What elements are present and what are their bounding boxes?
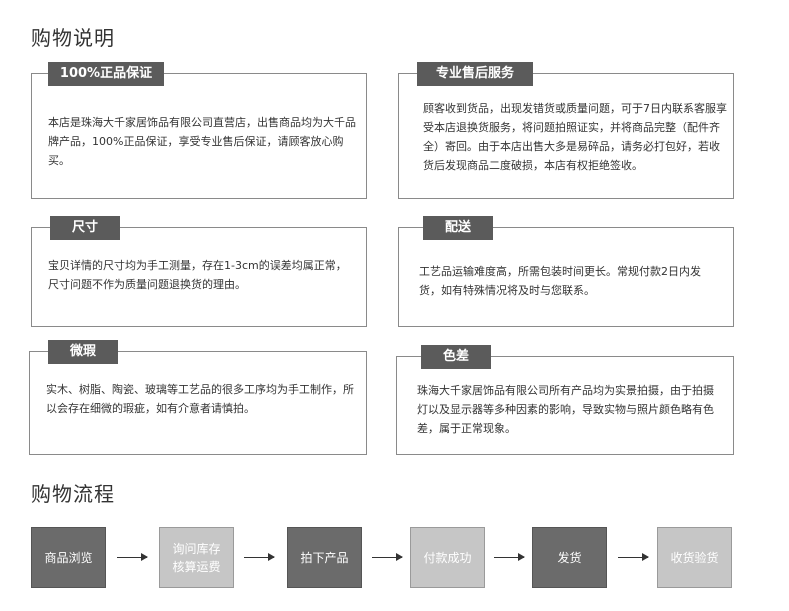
text-flaws: 实木、树脂、陶瓷、玻璃等工艺品的很多工序均为手工制作，所以会存在细微的瑕疵，如有… bbox=[46, 383, 354, 415]
arrow-right-icon bbox=[618, 553, 649, 561]
tag-after-sales-service: 专业售后服务 bbox=[417, 62, 533, 86]
tag-authentic-guarantee: 100%正品保证 bbox=[48, 62, 164, 86]
arrow-right-icon bbox=[117, 553, 148, 561]
text-delivery: 工艺品运输难度高，所需包装时间更长。常规付款2日内发货，如有特殊情况将及时与您联… bbox=[419, 265, 701, 297]
step-browse-products: 商品浏览 bbox=[31, 527, 106, 588]
step-ask-stock-label-2: 核算运费 bbox=[172, 559, 221, 574]
arrow-right-icon bbox=[372, 553, 403, 561]
text-authentic-guarantee: 本店是珠海大千家居饰品有限公司直营店，出售商品均为大千品牌产品，100%正品保证… bbox=[48, 116, 356, 167]
box-flaws: 微瑕 实木、树脂、陶瓷、玻璃等工艺品的很多工序均为手工制作，所以会存在细微的瑕疵… bbox=[29, 340, 367, 455]
arrow-right-icon bbox=[494, 553, 525, 561]
box-color-difference: 色差 珠海大千家居饰品有限公司所有产品均为实景拍摄，由于拍摄灯以及显示器等多种因… bbox=[396, 345, 734, 455]
box-size: 尺寸 宝贝详情的尺寸均为手工测量，存在1-3cm的误差均属正常，尺寸问题不作为质… bbox=[31, 216, 367, 327]
tag-color-difference: 色差 bbox=[421, 345, 491, 369]
step-receive-inspect-label: 收货验货 bbox=[670, 550, 719, 565]
step-receive-inspect: 收货验货 bbox=[657, 527, 732, 588]
step-ask-stock: 询问库存 核算运费 bbox=[159, 527, 234, 588]
instructions-title: 购物说明 bbox=[31, 26, 115, 50]
step-payment-success-label: 付款成功 bbox=[423, 550, 472, 565]
tag-flaws: 微瑕 bbox=[48, 340, 118, 364]
step-browse-products-label: 商品浏览 bbox=[44, 550, 93, 565]
step-shipping-label: 发货 bbox=[557, 550, 582, 565]
step-ask-stock-label-1: 询问库存 bbox=[172, 541, 221, 556]
text-after-sales-service: 顾客收到货品，出现发错货或质量问题，可于7日内联系客服享受本店退换货服务，将问题… bbox=[423, 102, 727, 172]
step-place-order-label: 拍下产品 bbox=[300, 550, 349, 565]
process-title: 购物流程 bbox=[31, 482, 115, 506]
step-payment-success: 付款成功 bbox=[410, 527, 485, 588]
arrow-right-icon bbox=[244, 553, 275, 561]
text-size: 宝贝详情的尺寸均为手工测量，存在1-3cm的误差均属正常，尺寸问题不作为质量问题… bbox=[48, 259, 347, 291]
box-after-sales-service: 专业售后服务 顾客收到货品，出现发错货或质量问题，可于7日内联系客服享受本店退换… bbox=[398, 62, 734, 199]
tag-delivery: 配送 bbox=[423, 216, 493, 240]
step-shipping: 发货 bbox=[532, 527, 607, 588]
tag-size: 尺寸 bbox=[50, 216, 120, 240]
step-place-order: 拍下产品 bbox=[287, 527, 362, 588]
text-color-difference: 珠海大千家居饰品有限公司所有产品均为实景拍摄，由于拍摄灯以及显示器等多种因素的影… bbox=[417, 384, 714, 435]
box-delivery: 配送 工艺品运输难度高，所需包装时间更长。常规付款2日内发货，如有特殊情况将及时… bbox=[398, 216, 734, 327]
box-authentic-guarantee: 100%正品保证 本店是珠海大千家居饰品有限公司直营店，出售商品均为大千品牌产品… bbox=[31, 62, 367, 199]
